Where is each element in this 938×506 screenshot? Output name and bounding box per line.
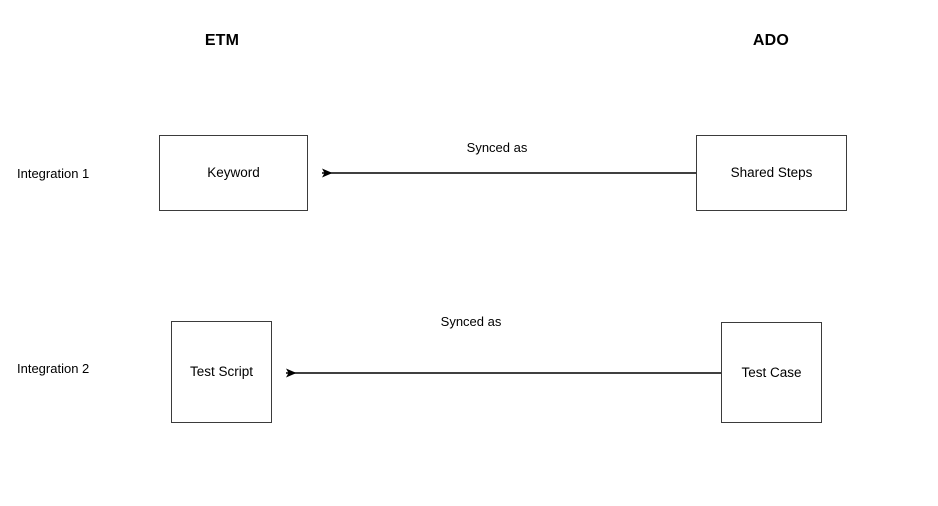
- node-test-case-label: Test Case: [741, 364, 802, 380]
- node-shared-steps[interactable]: Shared Steps: [696, 135, 847, 211]
- row-label-integration-2: Integration 2: [17, 361, 90, 376]
- node-keyword[interactable]: Keyword: [159, 135, 308, 211]
- edge-label-integration-2: Synced as: [440, 314, 502, 329]
- column-header-ado: ADO: [752, 32, 790, 49]
- node-keyword-label: Keyword: [207, 165, 260, 181]
- edge-label-integration-1: Synced as: [466, 140, 528, 155]
- column-header-etm: ETM: [204, 32, 240, 49]
- row-label-integration-1: Integration 1: [17, 166, 90, 181]
- node-test-case[interactable]: Test Case: [721, 322, 822, 423]
- node-test-script[interactable]: Test Script: [171, 321, 272, 423]
- node-test-script-label: Test Script: [189, 364, 254, 380]
- node-shared-steps-label: Shared Steps: [730, 165, 813, 181]
